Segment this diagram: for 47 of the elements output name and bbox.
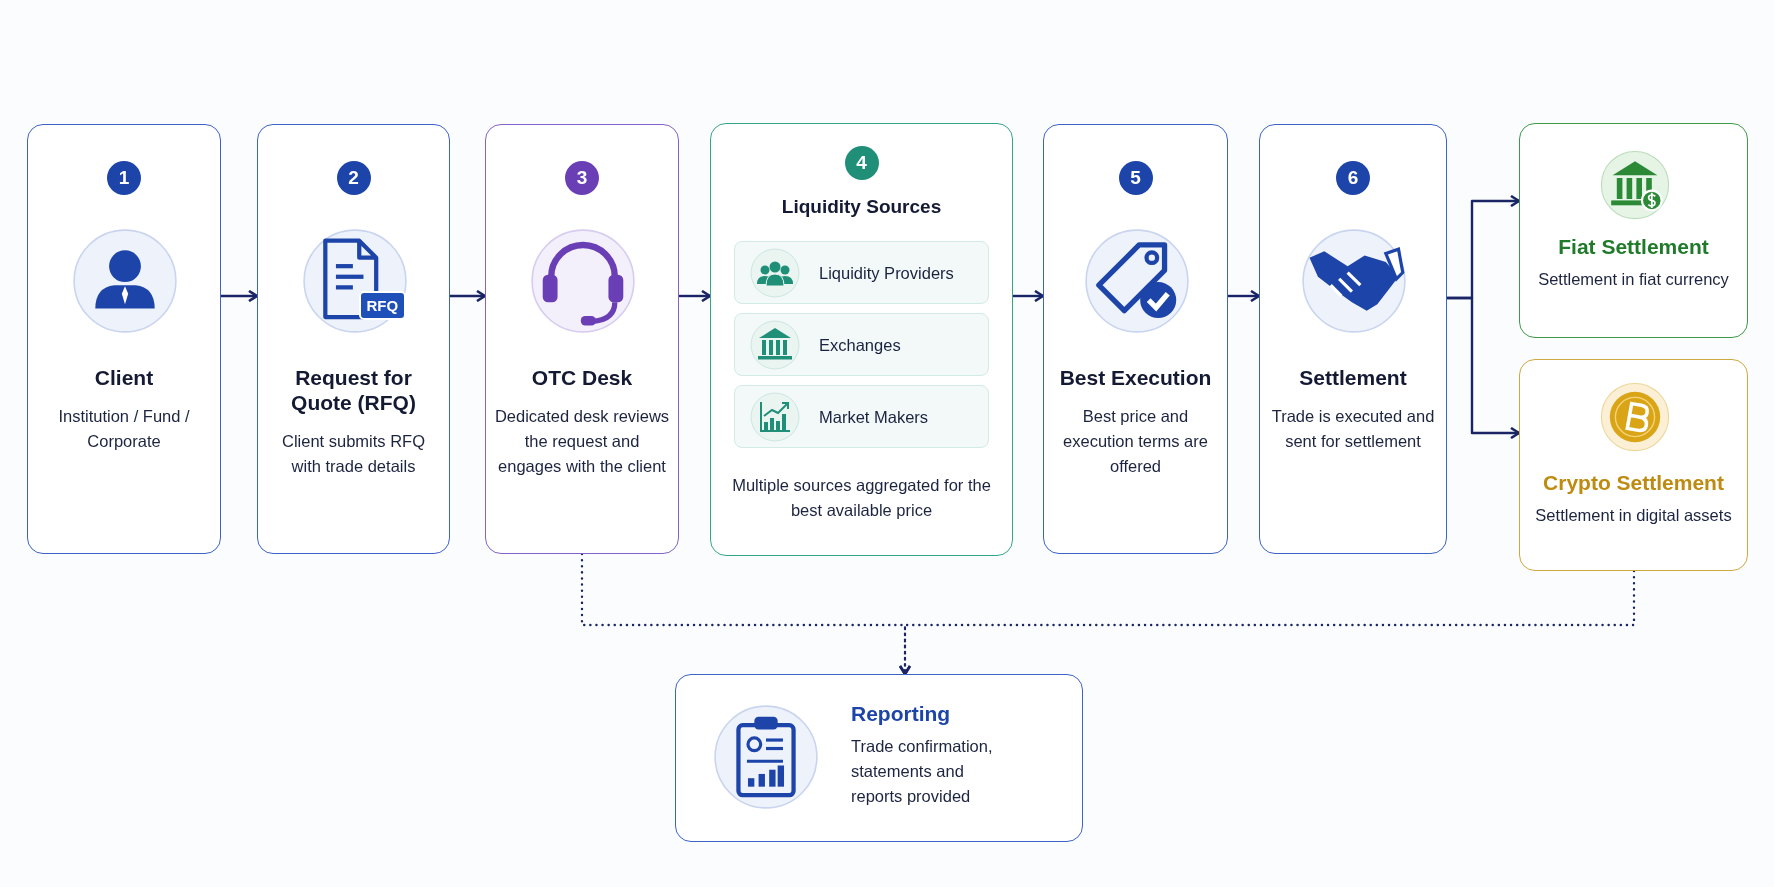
source-card <box>734 313 989 376</box>
step-number-badge: 1 <box>107 161 141 195</box>
step-title: Best Execution <box>1058 365 1213 390</box>
step-title: Request for Quote (RFQ) <box>290 365 417 415</box>
step-description: Client submits RFQ with trade details <box>281 431 426 477</box>
reporting-card <box>675 674 1083 842</box>
source-card <box>734 241 989 304</box>
reporting-description: Trade confirmation, statements and reports provided <box>851 736 994 807</box>
step-card <box>257 124 450 554</box>
step-card <box>485 124 679 554</box>
arrow <box>1228 289 1261 303</box>
step-description: Dedicated desk reviews the request and engages with the client <box>494 406 670 477</box>
settlement-title: Crypto Settlement <box>1542 470 1725 495</box>
settlement-description: Settlement in fiat currency <box>1537 269 1730 290</box>
step-card <box>1043 124 1228 554</box>
step-number-badge: 4 <box>844 146 879 180</box>
step-number-badge: 3 <box>565 161 599 195</box>
step-number-badge: 2 <box>336 161 371 195</box>
settlement-card <box>1519 359 1748 571</box>
step-title: OTC Desk <box>530 365 634 390</box>
step-card <box>27 124 221 554</box>
step-title: Settlement <box>1298 365 1408 390</box>
step-card <box>710 123 1013 556</box>
step-description: Institution / Fund / Corporate <box>57 406 191 452</box>
step-description: Best price and execution terms are offered <box>1062 406 1209 477</box>
arrow <box>1013 289 1045 303</box>
arrow <box>1447 296 1521 440</box>
arrow <box>679 289 712 303</box>
dotted-arrow <box>898 569 1636 676</box>
source-name: Exchanges <box>819 335 901 356</box>
step-card <box>1259 124 1447 554</box>
settlement-description: Settlement in digital assets <box>1534 505 1733 526</box>
source-name: Liquidity Providers <box>819 263 954 284</box>
reporting-title: Reporting <box>851 701 952 726</box>
step-title: Liquidity Sources <box>780 195 943 219</box>
step-description: Trade is executed and sent for settlement <box>1270 406 1436 452</box>
step-title: Client <box>93 365 155 390</box>
settlement-title: Fiat Settlement <box>1557 234 1710 259</box>
step-description: Multiple sources aggregated for the best available price <box>731 475 992 521</box>
step-number-badge: 5 <box>1118 161 1153 195</box>
step-number-badge: 6 <box>1336 161 1370 195</box>
source-card <box>734 385 989 448</box>
document-tag: RFQ <box>358 291 407 320</box>
settlement-card <box>1519 123 1748 338</box>
arrow <box>450 289 487 303</box>
source-name: Market Makers <box>819 407 929 428</box>
arrow <box>221 289 259 303</box>
